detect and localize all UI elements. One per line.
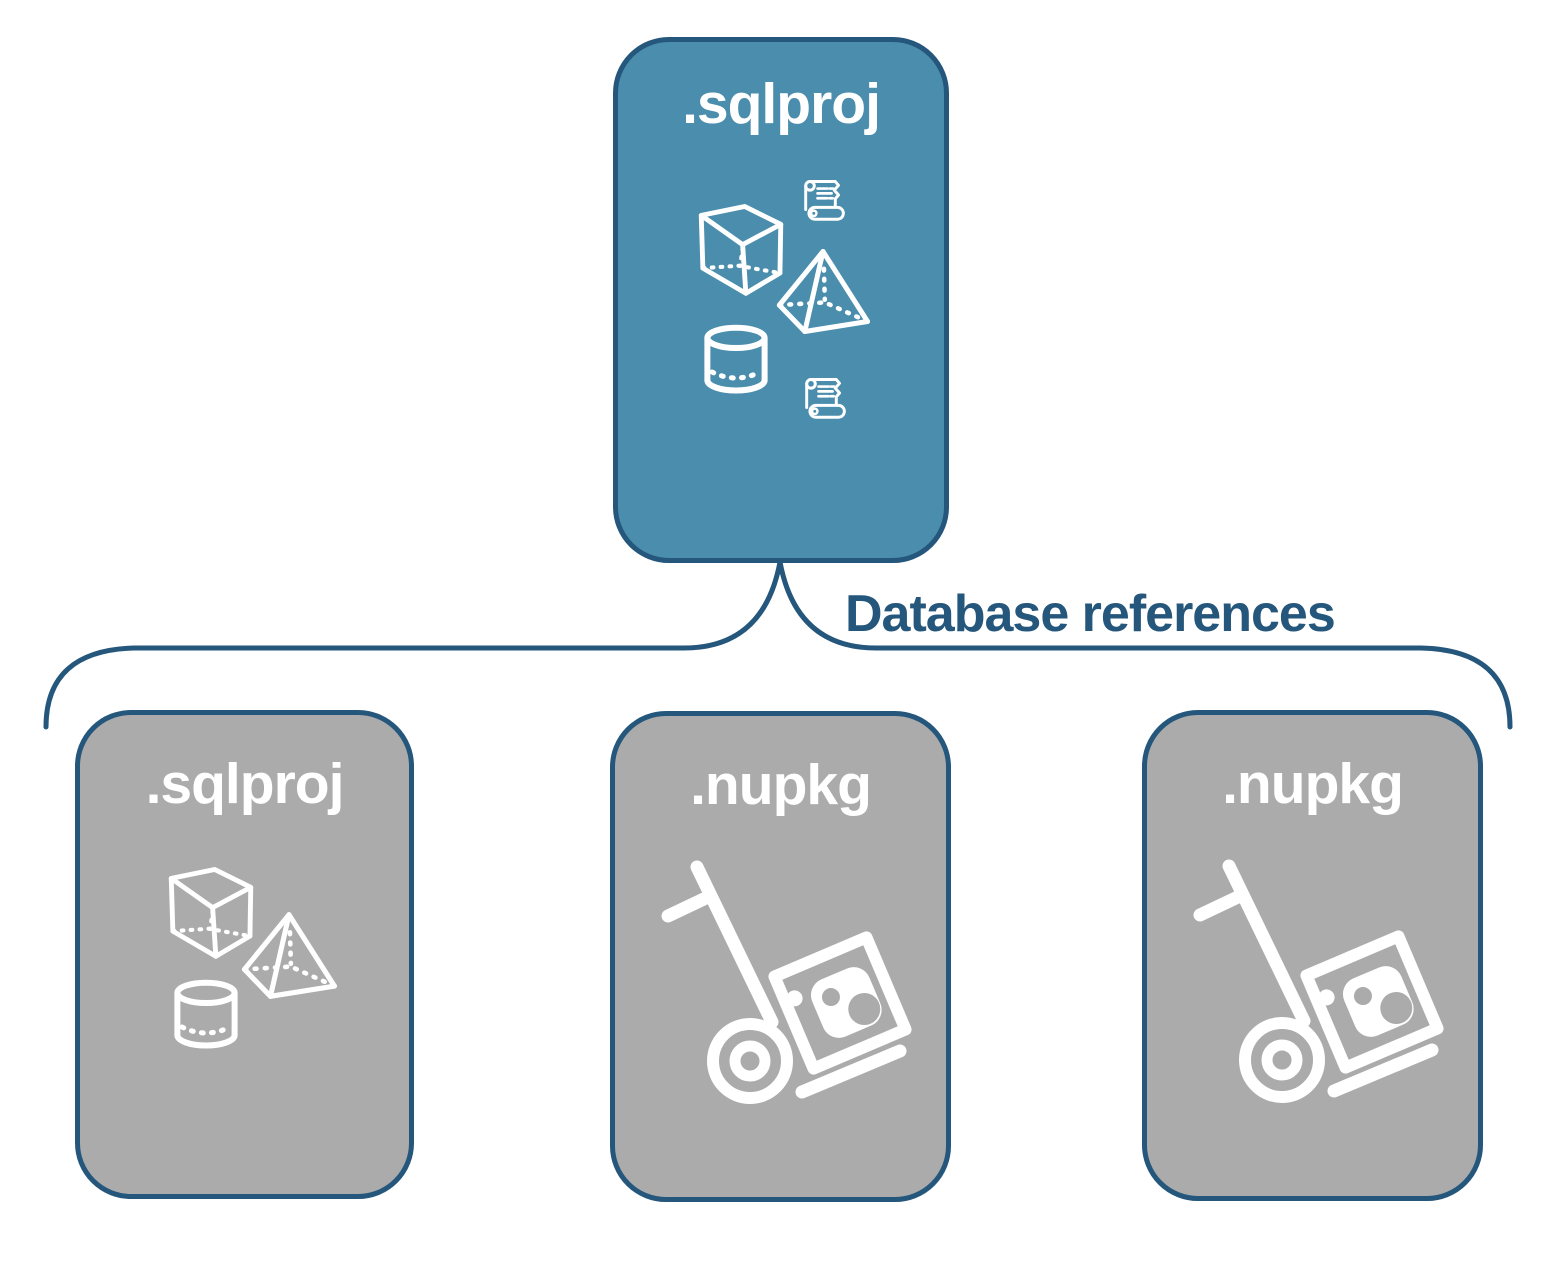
brace-connector <box>43 559 1513 730</box>
scroll-icon <box>797 174 851 230</box>
child-card-title: .sqlproj <box>145 752 345 816</box>
connector-label: Database references <box>845 585 1336 643</box>
cylinder-icon <box>170 973 242 1057</box>
child-card-sqlproj: .sqlproj <box>75 710 414 1199</box>
pyramid-icon <box>238 908 340 1003</box>
root-card-sqlproj: .sqlproj <box>613 37 949 563</box>
child-card-title: .nupkg <box>1222 752 1404 816</box>
hand-truck-package-icon <box>650 859 920 1114</box>
child-card-nupkg-1: .nupkg <box>610 711 951 1202</box>
child-card-nupkg-2: .nupkg <box>1142 710 1483 1201</box>
root-card-title: .sqlproj <box>682 72 881 136</box>
cylinder-icon <box>700 318 772 402</box>
pyramid-icon <box>773 245 873 338</box>
hand-truck-package-icon <box>1182 858 1452 1113</box>
child-card-title: .nupkg <box>690 753 872 817</box>
scroll-icon <box>798 372 852 428</box>
